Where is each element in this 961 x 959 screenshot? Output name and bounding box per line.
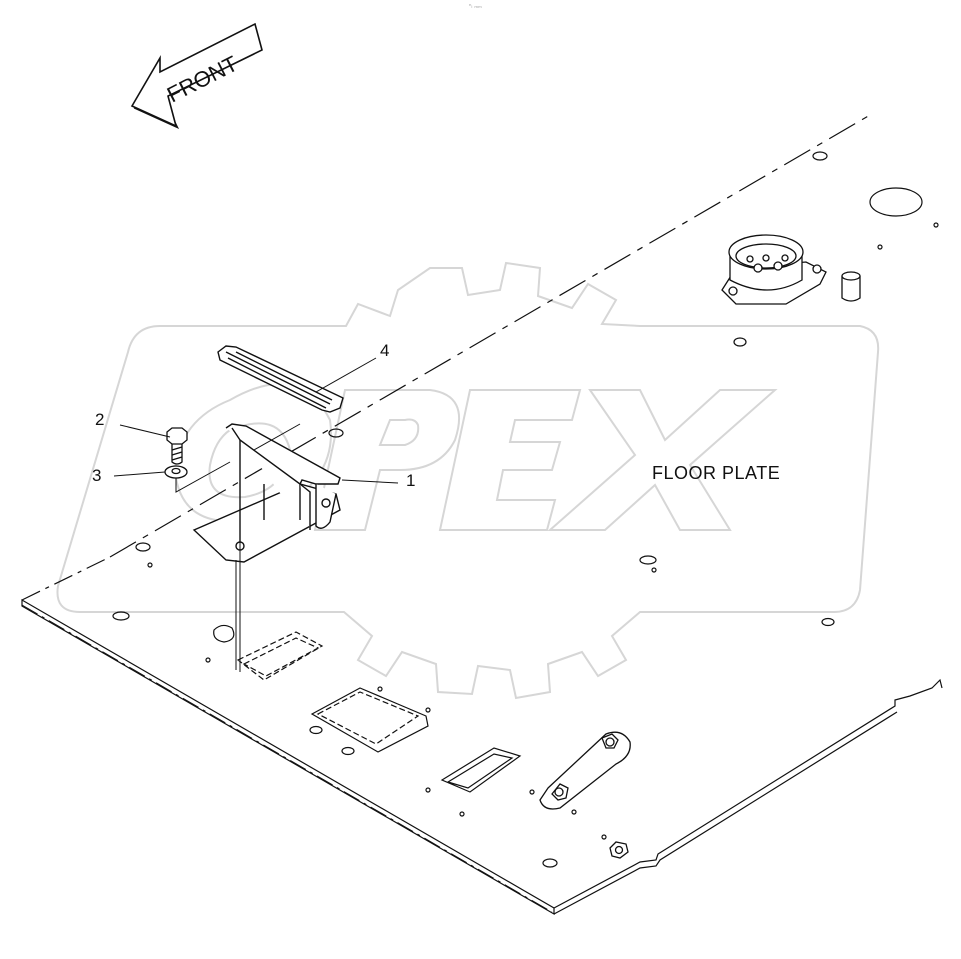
floor-plate-front-edge-lower: [553, 711, 898, 915]
assembly-lines: [175, 423, 301, 672]
plate-holes: [112, 151, 939, 868]
link-plate: [539, 731, 631, 810]
watermark-letter-x: [547, 389, 778, 531]
watermark-logo: [56, 261, 880, 700]
plate-cutouts: [236, 631, 522, 793]
cutout-rear: [236, 631, 324, 681]
callout-3: 3: [92, 466, 102, 485]
floor-plate-front-edge: [553, 678, 943, 909]
round-housing: [721, 234, 827, 305]
watermark-letter-e: [438, 389, 582, 531]
cutout-center: [310, 687, 429, 753]
watermark-gear: [56, 261, 880, 700]
floor-plate-left-edge: [21, 598, 555, 916]
part-3-washer: [164, 465, 188, 479]
cutout-slot: [440, 747, 522, 793]
pin-post: [841, 271, 861, 302]
callout-4: 4: [380, 341, 390, 360]
watermark-letter-p: [313, 389, 460, 531]
corner-bolt: [609, 841, 629, 859]
floor-plate: [21, 114, 943, 916]
leader-lines: [113, 357, 399, 484]
part-2-bolt: [166, 427, 188, 465]
part-4-pedal-pad: [217, 345, 344, 413]
callout-1: 1: [406, 471, 416, 490]
front-direction-arrow: FRONT: [130, 22, 263, 130]
callout-2: 2: [95, 410, 105, 429]
top-mark: ⁿᵢ ₘₘ: [469, 3, 482, 10]
floor-plate-label: FLOOR PLATE: [652, 463, 781, 483]
